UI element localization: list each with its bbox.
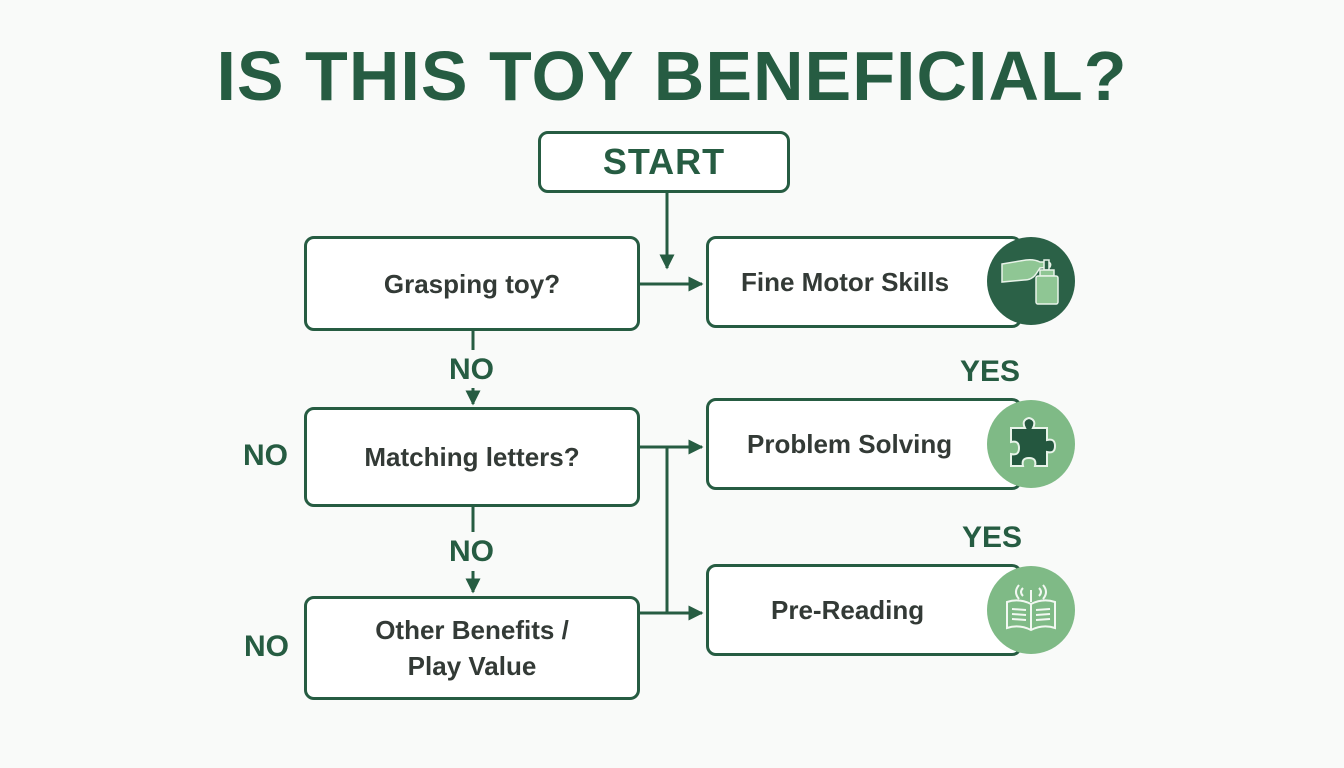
question-grasping-toy: Grasping toy? bbox=[304, 236, 640, 331]
question-label-line2: Play Value bbox=[407, 651, 537, 681]
branch-label-no: NO bbox=[244, 630, 289, 663]
start-node: START bbox=[538, 131, 790, 193]
branch-label-no: NO bbox=[243, 439, 288, 472]
branch-label-yes: YES bbox=[960, 355, 1021, 388]
result-label: Fine Motor Skills bbox=[741, 267, 950, 297]
hand-grasping-block-icon bbox=[987, 237, 1075, 325]
question-label: Grasping toy? bbox=[383, 268, 561, 299]
question-other-benefits: Other Benefits / Play Value bbox=[304, 596, 640, 700]
page-title: IS THIS TOY BENEFICIAL? bbox=[216, 37, 1128, 115]
question-matching-letters: Matching letters? bbox=[304, 407, 640, 507]
result-fine-motor-skills: Fine Motor Skills bbox=[706, 236, 1022, 328]
start-label: START bbox=[602, 141, 726, 182]
question-label: Matching letters? bbox=[364, 442, 580, 472]
branch-label-yes: YES bbox=[962, 521, 1023, 554]
branch-label-no: NO bbox=[449, 353, 494, 386]
result-label: Pre-Reading bbox=[771, 595, 925, 625]
question-label-line1: Other Benefits / bbox=[375, 615, 569, 645]
result-label: Problem Solving bbox=[747, 429, 953, 459]
result-problem-solving: Problem Solving bbox=[706, 398, 1022, 490]
result-pre-reading: Pre-Reading bbox=[706, 564, 1022, 656]
branch-label-no: NO bbox=[449, 535, 494, 568]
puzzle-piece-icon bbox=[987, 400, 1075, 488]
open-book-audio-icon bbox=[987, 566, 1075, 654]
